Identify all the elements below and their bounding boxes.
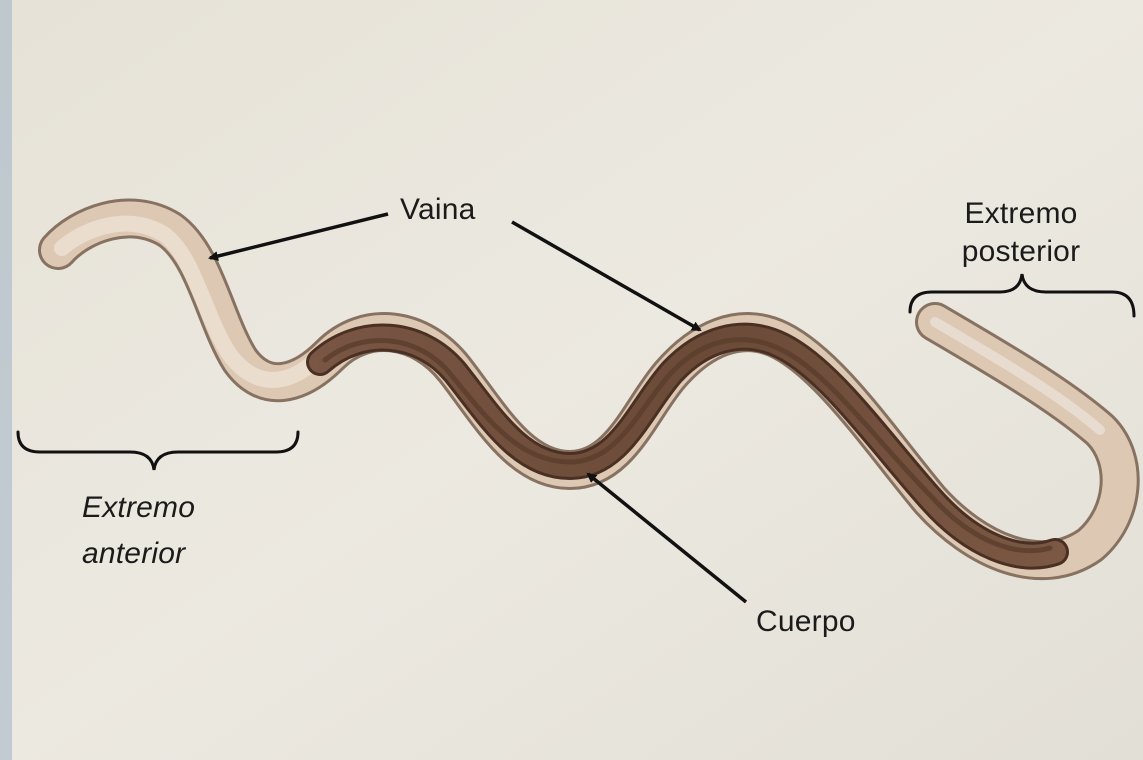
extremo-anterior-label-line2: anterior [82, 536, 185, 571]
left-shadow-edge [0, 0, 12, 760]
extremo-anterior-label-line1: Extremo [82, 490, 195, 525]
extremo-posterior-label-line1: Extremo [946, 196, 1096, 231]
vaina-label: Vaina [400, 192, 476, 227]
extremo-posterior-label-line2: posterior [946, 234, 1096, 269]
cuerpo-label: Cuerpo [756, 604, 856, 639]
